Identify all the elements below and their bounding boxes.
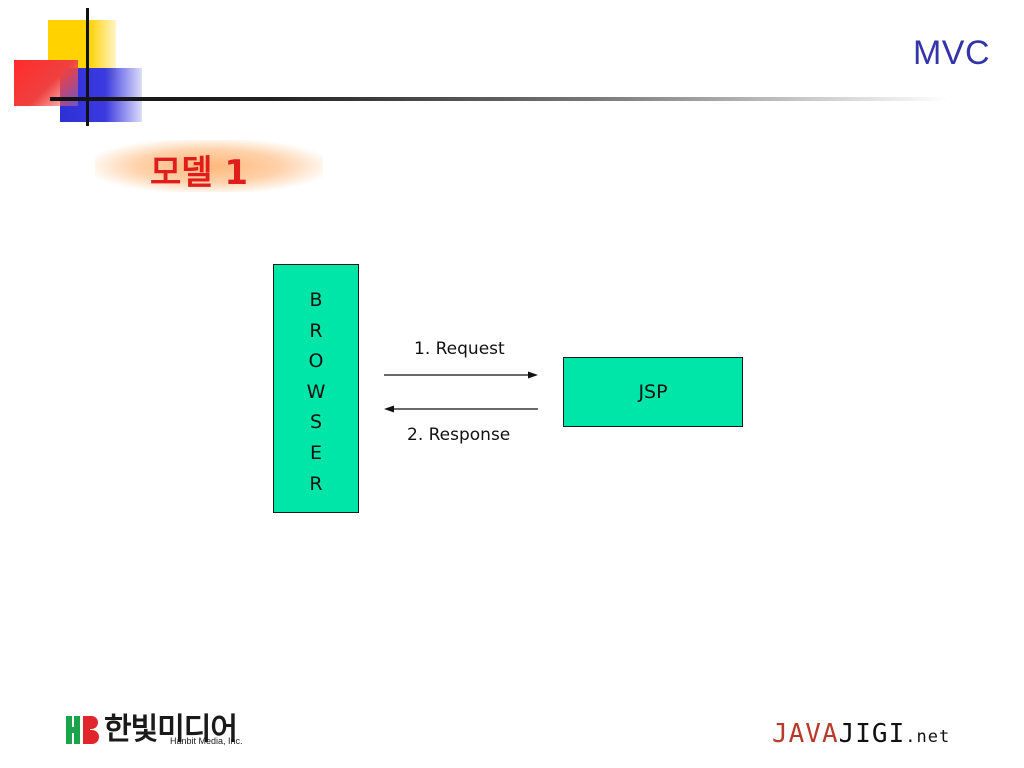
browser-letter: O	[308, 350, 324, 373]
browser-letter: S	[309, 411, 323, 434]
browser-letter: E	[309, 441, 322, 464]
hanbit-logo: 한빛미디어 Hanbit Media, Inc.	[66, 712, 266, 748]
javajigi-logo: JAVAJIGI.net	[772, 719, 950, 749]
request-arrow	[384, 371, 538, 379]
browser-letter: R	[309, 472, 323, 495]
slide-title: MVC	[912, 34, 990, 72]
javajigi-part3: .net	[905, 727, 951, 747]
section-heading: 모델 1	[150, 153, 249, 193]
browser-letter: R	[309, 319, 323, 342]
javajigi-part2: JIGI	[838, 719, 906, 749]
browser-box: B R O W S E R	[273, 264, 359, 513]
jsp-label: JSP	[638, 381, 668, 403]
hanbit-name: 한빛미디어	[104, 712, 238, 747]
response-arrow	[384, 405, 538, 413]
jsp-box: JSP	[563, 357, 743, 427]
javajigi-part1: JAVA	[772, 719, 839, 749]
browser-letter: W	[306, 380, 326, 403]
hanbit-subtitle: Hanbit Media, Inc.	[170, 736, 243, 746]
section-banner	[95, 140, 323, 192]
response-label: 2. Response	[407, 425, 511, 445]
header-divider	[50, 97, 950, 101]
browser-letter: B	[309, 289, 323, 311]
arrows	[384, 371, 538, 413]
decor-vertical-line	[86, 8, 89, 126]
hanbit-mark-icon	[66, 714, 100, 746]
request-label: 1. Request	[414, 339, 505, 359]
